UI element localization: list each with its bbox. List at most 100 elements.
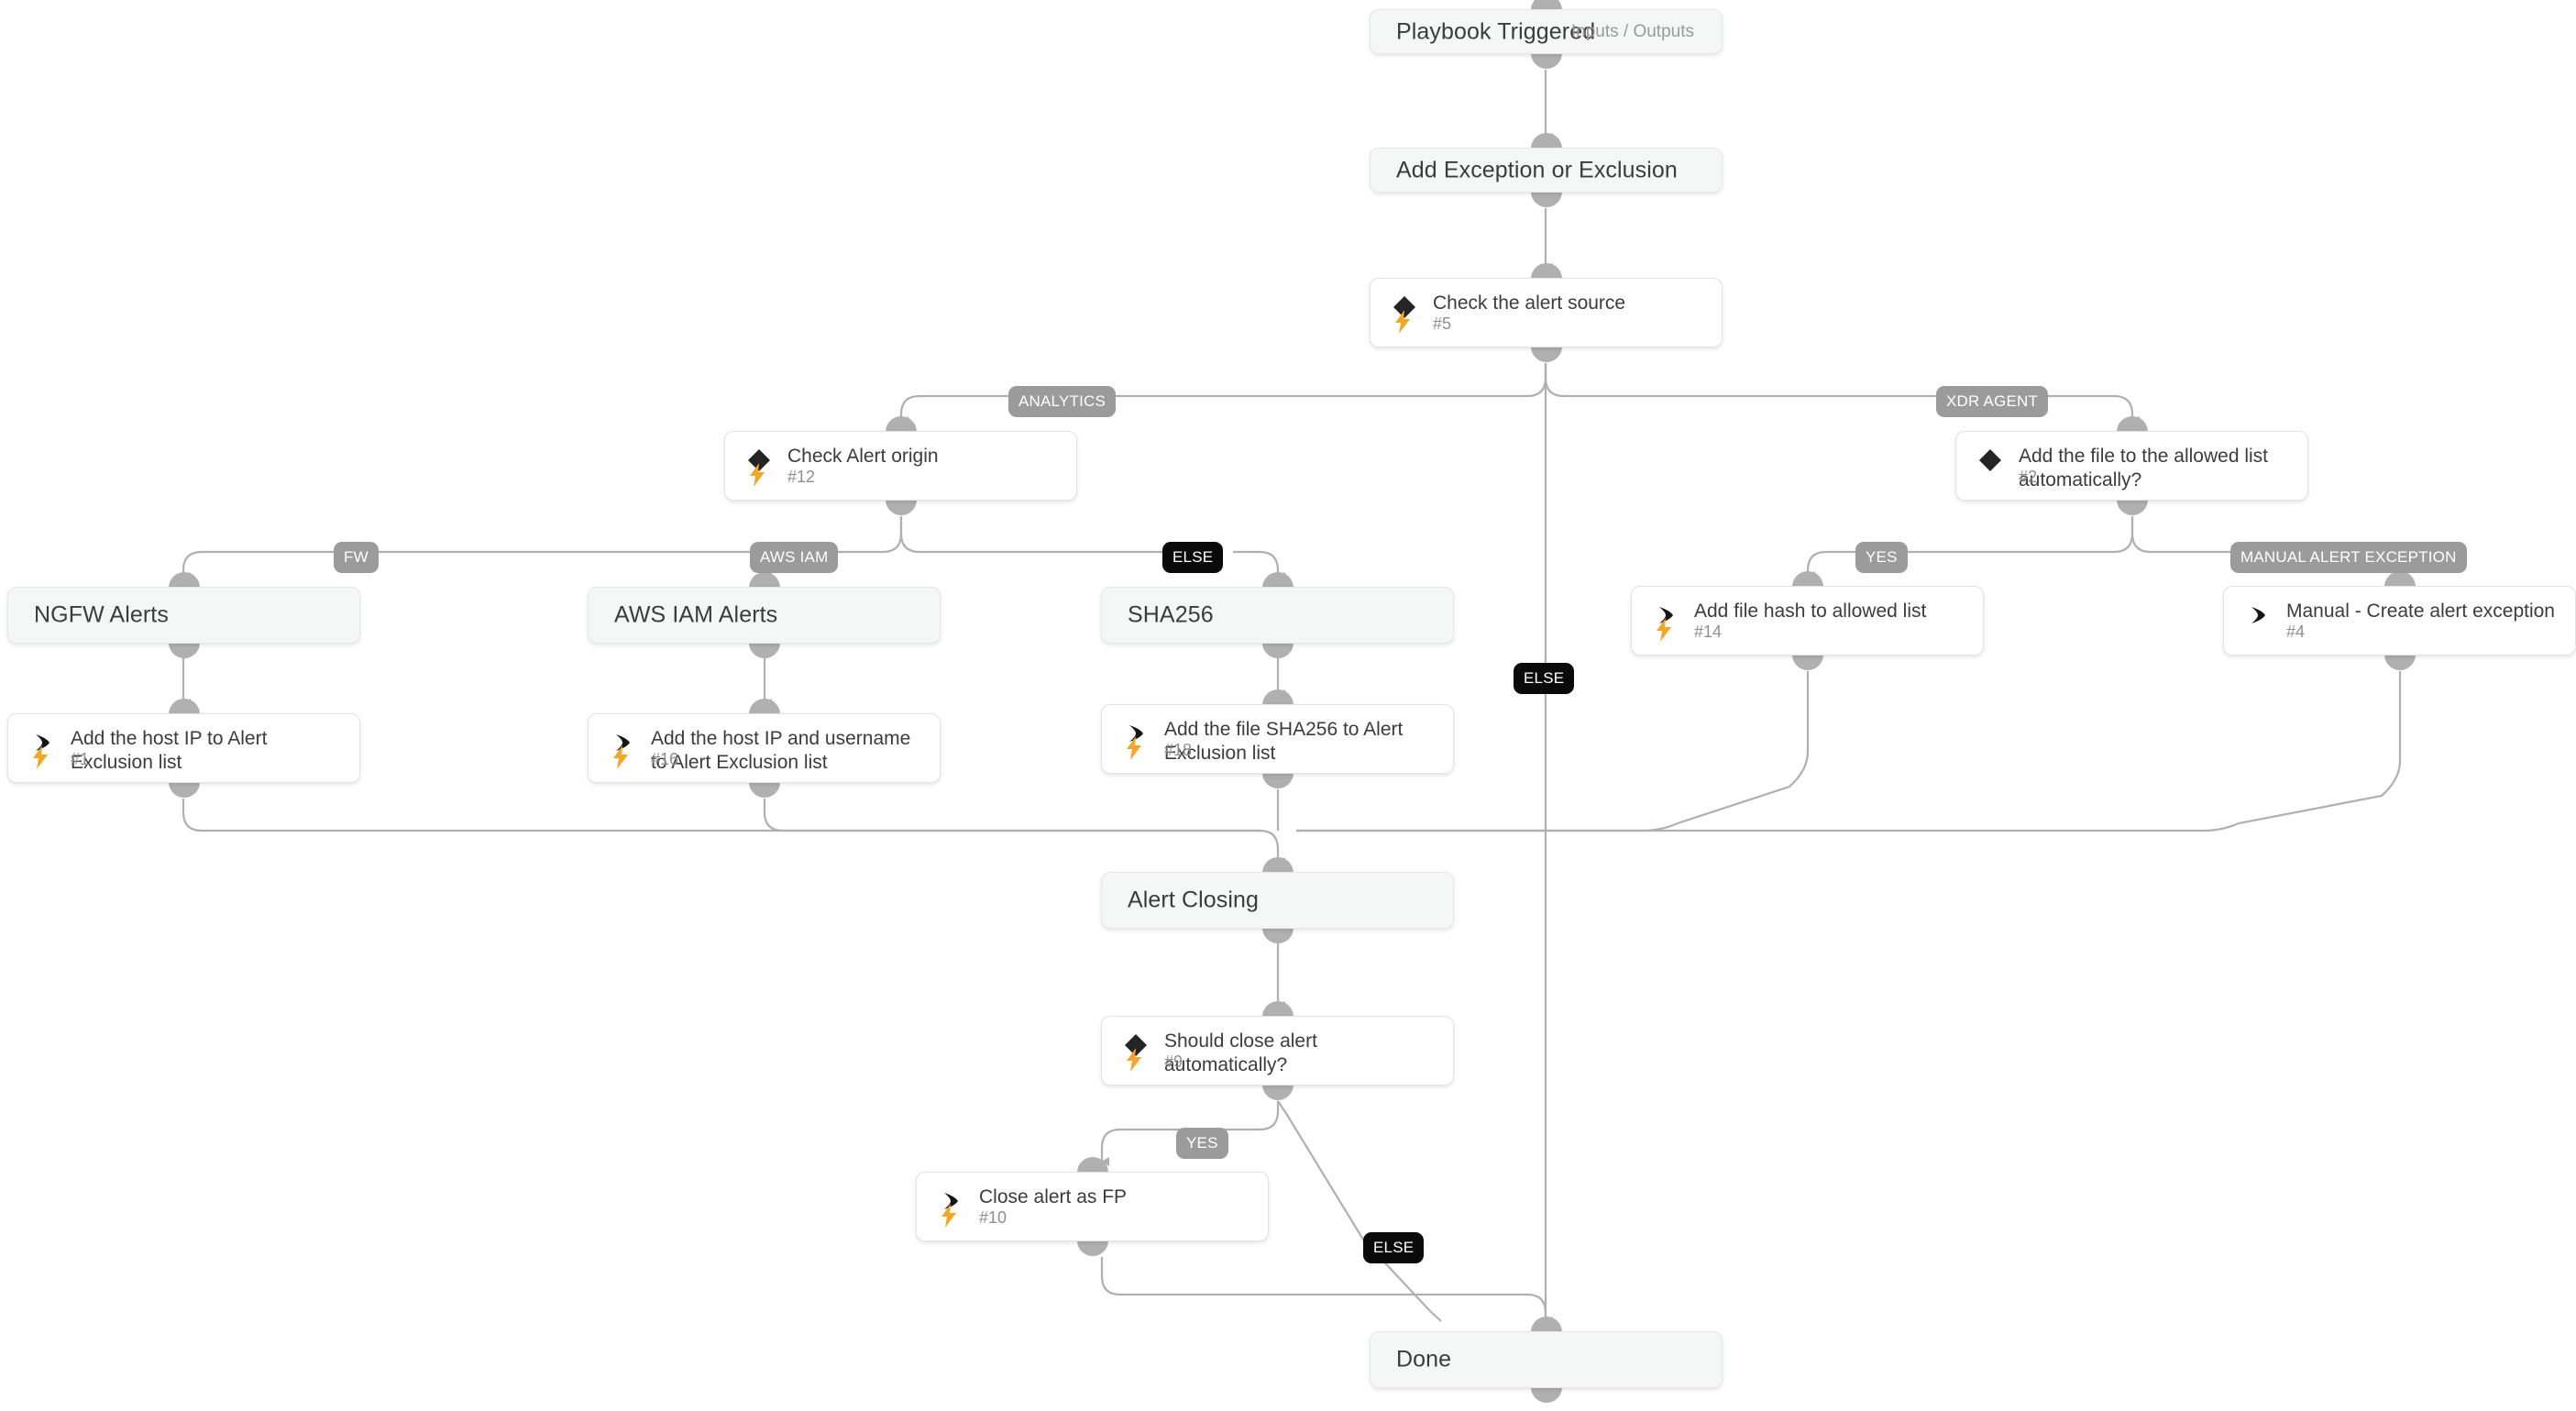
output-port-add_file_sha256_exclusion[interactable]: [1261, 773, 1294, 788]
lightning-bolt-icon: [1124, 736, 1144, 760]
node-number: #9: [1164, 1053, 1183, 1071]
branch-label-yes_close[interactable]: YES: [1176, 1128, 1228, 1159]
output-port-ngfw_alerts[interactable]: [168, 643, 200, 658]
input-port-ngfw_alerts[interactable]: [168, 572, 200, 588]
action-chevron-icon: [2244, 601, 2272, 629]
node-label: Add the host IP to Alert Exclusion list: [71, 728, 268, 773]
output-port-manual_create_alert_exception[interactable]: [2383, 655, 2416, 670]
output-port-playbook_triggered[interactable]: [1530, 53, 1562, 69]
node-ngfw_alerts[interactable]: NGFW Alerts: [7, 587, 360, 644]
input-port-done[interactable]: [1530, 1317, 1562, 1332]
output-port-alert_closing[interactable]: [1261, 928, 1294, 943]
output-port-should_close_alert_auto[interactable]: [1261, 1085, 1294, 1100]
diamond-icon: [745, 446, 773, 474]
node-label: Check the alert source: [1433, 292, 1626, 314]
output-port-add_file_allowed_auto[interactable]: [2116, 500, 2148, 515]
action-chevron-icon: [937, 1187, 964, 1215]
node-label: Close alert as FP: [979, 1186, 1128, 1207]
input-port-add_host_ip_username_exclusion[interactable]: [748, 699, 780, 714]
input-port-sha256[interactable]: [1261, 572, 1294, 588]
branch-label-else_close[interactable]: ELSE: [1363, 1232, 1425, 1263]
node-add_file_allowed_auto[interactable]: Add the file to the allowed list automat…: [1955, 431, 2308, 501]
node-number: #12: [787, 468, 816, 486]
node-label: Done: [1396, 1346, 1452, 1372]
node-number: #5: [1433, 314, 1452, 333]
output-port-add_host_ip_exclusion[interactable]: [168, 782, 200, 798]
node-add_host_ip_exclusion[interactable]: Add the host IP to Alert Exclusion list#…: [7, 713, 360, 783]
branch-label-analytics[interactable]: ANALYTICS: [1008, 386, 1117, 417]
node-number: #4: [2286, 623, 2306, 641]
node-done[interactable]: Done: [1370, 1331, 1723, 1388]
output-port-close_alert_as_fp[interactable]: [1076, 1240, 1108, 1256]
node-number: #10: [979, 1208, 1007, 1227]
lightning-bolt-icon: [1654, 618, 1674, 642]
node-add_exception_or_exclusion[interactable]: Add Exception or Exclusion: [1370, 148, 1723, 193]
diamond-icon: [1391, 293, 1418, 321]
branch-label-manual_alert_exception[interactable]: MANUAL ALERT EXCEPTION: [2230, 542, 2467, 573]
node-close_alert_as_fp[interactable]: Close alert as FP#10: [916, 1172, 1269, 1241]
lightning-bolt-icon: [1393, 310, 1413, 334]
output-port-add_file_hash_allowed[interactable]: [1791, 655, 1823, 670]
node-sublabel: Inputs / Outputs: [1570, 21, 1694, 41]
input-port-add_host_ip_exclusion[interactable]: [168, 699, 200, 714]
node-number: #1: [71, 750, 90, 768]
branch-label-else_origin[interactable]: ELSE: [1162, 542, 1224, 573]
lightning-bolt-icon: [939, 1204, 959, 1228]
branch-label-aws_iam[interactable]: AWS IAM: [750, 542, 839, 573]
branch-label-yes_file[interactable]: YES: [1855, 542, 1908, 573]
node-add_host_ip_username_exclusion[interactable]: Add the host IP and username to Alert Ex…: [588, 713, 941, 783]
input-port-should_close_alert_auto[interactable]: [1261, 1001, 1294, 1017]
input-port-playbook_triggered[interactable]: [1530, 0, 1562, 10]
node-label: Add the host IP and username to Alert Ex…: [651, 728, 911, 773]
node-label: Should close alert automatically?: [1164, 1031, 1317, 1075]
node-number: #18: [1164, 741, 1193, 759]
node-label: Add the file to the allowed list automat…: [2019, 446, 2268, 491]
branch-label-fw[interactable]: FW: [334, 542, 379, 573]
input-port-add_file_allowed_auto[interactable]: [2116, 416, 2148, 432]
output-port-aws_iam_alerts[interactable]: [748, 643, 780, 658]
node-label: Check Alert origin: [787, 446, 939, 467]
node-check_alert_origin[interactable]: Check Alert origin#12: [724, 431, 1077, 501]
node-label: Add Exception or Exclusion: [1396, 157, 1678, 182]
output-port-add_exception_or_exclusion[interactable]: [1530, 192, 1562, 207]
input-port-add_file_hash_allowed[interactable]: [1791, 571, 1823, 587]
diamond-icon: [1976, 446, 2004, 474]
action-chevron-icon: [28, 729, 56, 756]
node-label: Alert Closing: [1128, 887, 1260, 913]
output-port-check_alert_origin[interactable]: [885, 500, 917, 515]
node-label: Manual - Create alert exception: [2286, 601, 2555, 622]
node-aws_iam_alerts[interactable]: AWS IAM Alerts: [588, 587, 941, 644]
output-port-done[interactable]: [1530, 1387, 1562, 1403]
branch-label-xdr_agent[interactable]: XDR AGENT: [1936, 386, 2049, 417]
output-port-sha256[interactable]: [1261, 643, 1294, 658]
lightning-bolt-icon: [1124, 1048, 1144, 1072]
output-port-check_alert_source[interactable]: [1530, 347, 1562, 362]
action-chevron-icon: [1122, 720, 1150, 747]
input-port-add_exception_or_exclusion[interactable]: [1530, 133, 1562, 149]
node-label: Playbook Triggered: [1396, 18, 1596, 44]
input-port-check_alert_source[interactable]: [1530, 263, 1562, 279]
input-port-aws_iam_alerts[interactable]: [748, 572, 780, 588]
node-label: SHA256: [1128, 601, 1214, 628]
node-add_file_sha256_exclusion[interactable]: Add the file SHA256 to Alert Exclusion l…: [1101, 704, 1454, 774]
lightning-bolt-icon: [747, 463, 767, 487]
node-label: AWS IAM Alerts: [614, 601, 778, 628]
diamond-icon: [1122, 1031, 1150, 1059]
branch-label-else_source[interactable]: ELSE: [1514, 663, 1575, 694]
input-port-manual_create_alert_exception[interactable]: [2383, 571, 2416, 587]
node-alert_closing[interactable]: Alert Closing: [1101, 872, 1454, 929]
output-port-add_host_ip_username_exclusion[interactable]: [748, 782, 780, 798]
input-port-check_alert_origin[interactable]: [885, 416, 917, 432]
input-port-close_alert_as_fp[interactable]: [1076, 1157, 1108, 1173]
node-check_alert_source[interactable]: Check the alert source#5: [1370, 278, 1723, 347]
node-sha256[interactable]: SHA256: [1101, 587, 1454, 644]
node-should_close_alert_auto[interactable]: Should close alert automatically?#9: [1101, 1016, 1454, 1086]
node-manual_create_alert_exception[interactable]: Manual - Create alert exception#4: [2223, 586, 2576, 656]
input-port-alert_closing[interactable]: [1261, 857, 1294, 873]
node-label: Add file hash to allowed list: [1694, 601, 1927, 622]
node-number: #16: [651, 750, 679, 768]
input-port-add_file_sha256_exclusion[interactable]: [1261, 689, 1294, 705]
node-add_file_hash_allowed[interactable]: Add file hash to allowed list#14: [1631, 586, 1984, 656]
